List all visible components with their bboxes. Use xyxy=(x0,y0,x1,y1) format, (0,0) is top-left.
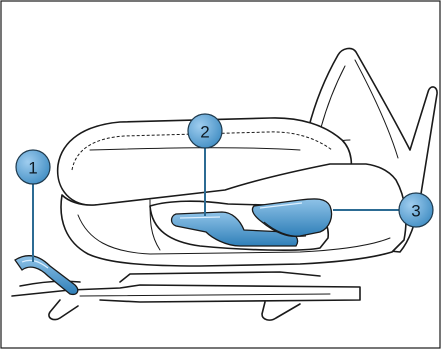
callout-marker-2: 2 xyxy=(188,114,222,148)
callout-marker-3: 3 xyxy=(399,193,433,227)
callout-label-1: 1 xyxy=(28,159,37,178)
callout-marker-1: 1 xyxy=(16,150,50,184)
callout-label-2: 2 xyxy=(200,123,209,142)
callout-label-3: 3 xyxy=(411,202,420,221)
seat-lift-bar xyxy=(15,256,78,295)
